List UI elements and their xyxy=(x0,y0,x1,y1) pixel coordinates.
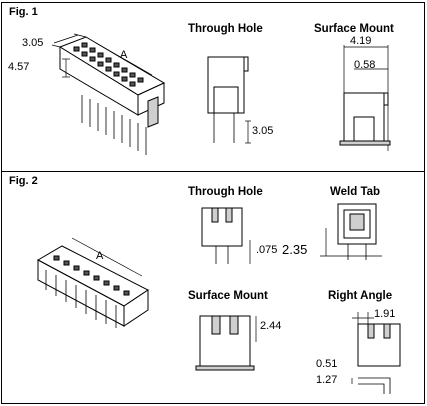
fig1-surface-mount-offset: 0.58 xyxy=(354,59,376,71)
fig1-through-hole-height: 3.05 xyxy=(252,125,274,137)
fig2-right-angle-view xyxy=(351,312,401,394)
fig2-through-hole-height: .075 xyxy=(256,244,278,256)
fig2-right-angle-dim-a: 0.51 xyxy=(316,358,338,370)
fig2-drawing xyxy=(36,203,401,394)
fig1-panel: Fig. 1 xyxy=(1,2,425,172)
fig2-surface-mount-view xyxy=(195,315,257,371)
fig1-drawing xyxy=(51,33,391,155)
fig1-dim-length: A xyxy=(120,49,128,61)
fig2-iso-connector xyxy=(36,237,149,328)
fig1-label: Fig. 1 xyxy=(9,6,38,18)
fig2-surface-mount-title: Surface Mount xyxy=(188,290,268,302)
fig1-dim-top: 3.05 xyxy=(22,37,44,49)
fig1-through-hole-view xyxy=(207,56,251,144)
fig2-right-angle-title: Right Angle xyxy=(328,290,393,302)
fig2-label: Fig. 2 xyxy=(9,175,38,187)
fig2-weld-tab-height: 2.35 xyxy=(282,242,308,257)
fig2-right-angle-width: 1.91 xyxy=(374,308,396,320)
fig2-through-hole-view xyxy=(201,207,251,264)
fig2-weld-tab-view xyxy=(320,203,382,260)
fig1-surface-mount-title: Surface Mount xyxy=(314,23,394,35)
fig2-panel: Fig. 2 xyxy=(1,172,425,404)
fig2-dim-length: A xyxy=(96,250,104,262)
fig1-through-hole-title: Through Hole xyxy=(188,23,263,35)
fig1-surface-mount-view xyxy=(339,45,391,151)
fig1-dim-left: 4.57 xyxy=(8,61,30,73)
fig1-iso-connector xyxy=(51,33,166,155)
fig2-weld-tab-title: Weld Tab xyxy=(330,186,381,198)
fig2-surface-mount-height: 2.44 xyxy=(260,320,282,332)
fig1-surface-mount-width: 4.19 xyxy=(350,35,372,47)
fig2-right-angle-dim-b: 1.27 xyxy=(316,374,338,386)
fig2-through-hole-title: Through Hole xyxy=(188,186,263,198)
